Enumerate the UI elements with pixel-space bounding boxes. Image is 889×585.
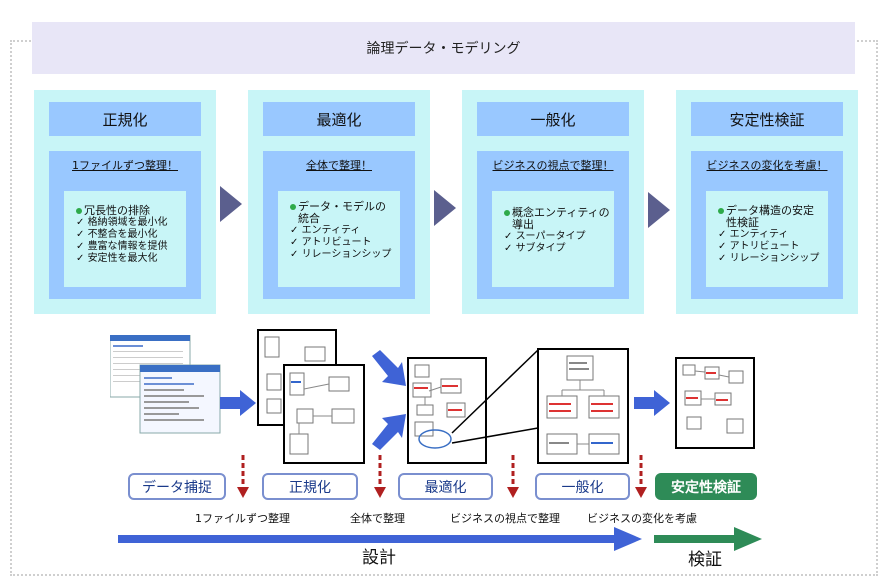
phase-generalization: 一般化 ビジネスの視点で整理！ 概念エンティティの導出 スーパータイプ サブタイ… — [462, 90, 644, 314]
check-item: 格納領域を最小化 — [76, 217, 182, 229]
bullet-dot-icon — [290, 204, 296, 210]
check-item: アトリビュート — [290, 237, 396, 249]
design-label: 設計 — [362, 548, 396, 568]
flow-arrow-icon — [372, 350, 406, 386]
phase-body: 全体で整理！ データ・モデルの統合 エンティティ アトリビュート リレーションシ… — [263, 151, 415, 299]
bullet-dot-icon — [718, 208, 724, 214]
flow-arrow-icon — [220, 390, 256, 416]
check-item: リレーションシップ — [290, 249, 396, 261]
verify-arrow — [654, 527, 762, 551]
optimized-model-thumbnail — [407, 357, 487, 464]
phase-subtitle: ビジネスの視点で整理！ — [492, 159, 614, 172]
flow-arrow-icon — [634, 390, 670, 416]
caption-stability: ビジネスの変化を考慮 — [587, 512, 697, 525]
check-item: 不整合を最小化 — [76, 229, 182, 241]
dashed-down-arrow-icon — [237, 455, 249, 498]
zoom-connector — [451, 349, 539, 444]
normalized-model-thumbnails — [257, 329, 365, 464]
phase-optimization: 最適化 全体で整理！ データ・モデルの統合 エンティティ アトリビュート リレー… — [248, 90, 430, 314]
phase-subtitle: ビジネスの変化を考慮！ — [706, 159, 828, 172]
check-item: サブタイプ — [504, 243, 610, 255]
check-item: 豊富な情報を提供 — [76, 241, 182, 253]
bullet-item: 概念エンティティの導出 — [504, 207, 610, 231]
stage-stability: 安定性検証 — [655, 473, 757, 500]
check-item: エンティティ — [290, 225, 396, 237]
phase-detail: データ・モデルの統合 エンティティ アトリビュート リレーションシップ — [278, 191, 400, 287]
phase-head: 正規化 — [49, 102, 201, 136]
check-item: 安定性を最大化 — [76, 253, 182, 265]
data-capture-screenshots — [110, 335, 221, 434]
flow-arrow-icon — [372, 414, 406, 450]
dashed-down-arrow-icon — [374, 455, 386, 498]
caption-generalization: ビジネスの視点で整理 — [450, 512, 560, 525]
stage-optimization: 最適化 — [398, 473, 493, 500]
phase-subtitle: 全体で整理！ — [306, 159, 372, 172]
bullet-item: データ構造の安定性検証 — [718, 205, 824, 229]
check-item: スーパータイプ — [504, 231, 610, 243]
phase-body: ビジネスの視点で整理！ 概念エンティティの導出 スーパータイプ サブタイプ — [477, 151, 629, 299]
generalized-model-detail — [537, 348, 629, 464]
page-title: 論理データ・モデリング — [32, 22, 855, 74]
dashed-down-arrow-icon — [507, 455, 519, 498]
caption-normalization: 1ファイルずつ整理 — [195, 512, 290, 525]
chevron-right-icon — [648, 192, 670, 228]
check-item: リレーションシップ — [718, 253, 824, 265]
bullet-item: 冗長性の排除 — [76, 205, 182, 217]
check-item: アトリビュート — [718, 241, 824, 253]
design-arrow — [118, 527, 642, 551]
bullet-dot-icon — [504, 210, 510, 216]
bullet-item: データ・モデルの統合 — [290, 201, 396, 225]
caption-optimization: 全体で整理 — [350, 512, 405, 525]
phase-head: 安定性検証 — [691, 102, 843, 136]
chevron-right-icon — [434, 190, 456, 226]
phase-head: 最適化 — [263, 102, 415, 136]
phase-normalization: 正規化 1ファイルずつ整理！ 冗長性の排除 格納領域を最小化 不整合を最小化 豊… — [34, 90, 216, 314]
stage-normalization: 正規化 — [262, 473, 358, 500]
check-item: エンティティ — [718, 229, 824, 241]
phase-subtitle: 1ファイルずつ整理！ — [72, 159, 178, 172]
phase-body: ビジネスの変化を考慮！ データ構造の安定性検証 エンティティ アトリビュート リ… — [691, 151, 843, 299]
phase-head: 一般化 — [477, 102, 629, 136]
phase-detail: 冗長性の排除 格納領域を最小化 不整合を最小化 豊富な情報を提供 安定性を最大化 — [64, 191, 186, 287]
stage-generalization: 一般化 — [535, 473, 630, 500]
chevron-right-icon — [220, 186, 242, 222]
dashed-down-arrow-icon — [635, 455, 647, 498]
phase-body: 1ファイルずつ整理！ 冗長性の排除 格納領域を最小化 不整合を最小化 豊富な情報… — [49, 151, 201, 299]
verify-label: 検証 — [688, 550, 722, 570]
stable-model-thumbnail — [675, 357, 755, 449]
phase-detail: データ構造の安定性検証 エンティティ アトリビュート リレーションシップ — [706, 191, 828, 287]
phase-stability: 安定性検証 ビジネスの変化を考慮！ データ構造の安定性検証 エンティティ アトリ… — [676, 90, 858, 314]
bullet-dot-icon — [76, 208, 82, 214]
stage-data-capture: データ捕捉 — [128, 473, 226, 500]
phase-detail: 概念エンティティの導出 スーパータイプ サブタイプ — [492, 191, 614, 287]
